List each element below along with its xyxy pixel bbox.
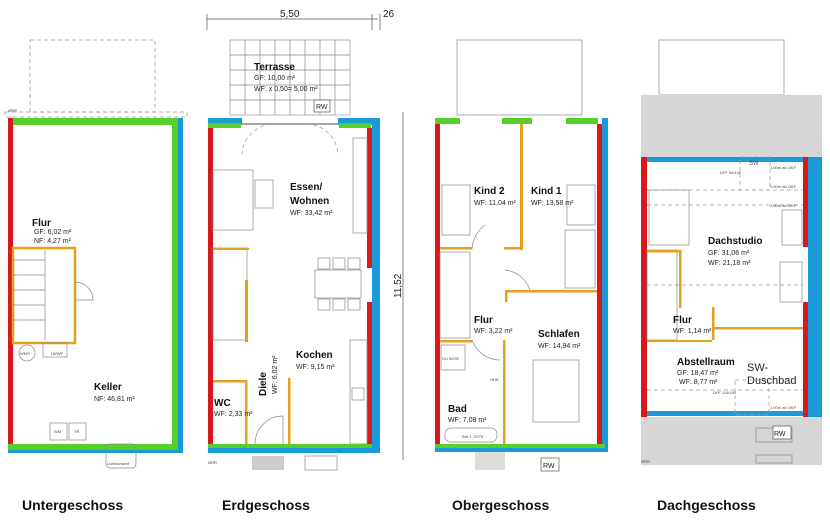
room-area: WF: 8,77 m² xyxy=(679,379,718,386)
exterior-wall xyxy=(8,118,13,448)
roof-back xyxy=(641,417,822,465)
room-name: Kind 1 xyxy=(531,186,562,197)
label: ØRR xyxy=(8,108,17,113)
room-name: Kind 2 xyxy=(474,186,505,197)
room-area: WF: 11,04 m² xyxy=(474,200,517,207)
label: RW xyxy=(774,431,786,438)
room-name: Schlafen xyxy=(538,329,580,340)
bathtub xyxy=(444,427,498,443)
untergeschoss-plan: Flur GF: 6,02 m² NF: 4,27 m² Keller NF: … xyxy=(4,39,188,513)
label: ØRR xyxy=(208,460,217,465)
floor-title: Erdgeschoss xyxy=(222,497,310,513)
staircase xyxy=(439,251,471,339)
room-name: Wohnen xyxy=(290,196,329,207)
label: DU 90/90 xyxy=(442,356,460,361)
entrance-door xyxy=(254,415,284,445)
room-area: WF: 3,22 m² xyxy=(474,328,513,335)
room-name: Duschbad xyxy=(747,375,797,387)
room-name: Essen/ xyxy=(290,182,322,193)
room-area: WF: 1,14 m² xyxy=(673,328,712,335)
room-name: Kochen xyxy=(296,350,333,361)
room-area: GF: 31,06 m² xyxy=(708,250,750,257)
obergeschoss-plan: RW Kind 2 WF: 11,04 m² Kind 1 WF: 13,58 … xyxy=(435,39,608,513)
label: RW xyxy=(543,463,555,470)
floor-title: Dachgeschoss xyxy=(657,497,756,513)
room-name: Abstellraum xyxy=(677,357,735,368)
room-area: GF: 6,02 m² xyxy=(34,229,72,236)
room-name: Bad xyxy=(448,404,467,415)
window-wall xyxy=(8,118,178,125)
label: 1,50m ab OKF xyxy=(770,184,797,189)
double-bed xyxy=(532,359,580,423)
room-area: WF: 9,15 m² xyxy=(296,364,335,371)
roof-front xyxy=(641,95,822,157)
label: TR xyxy=(74,429,79,434)
dimension-depth: 11,52 xyxy=(393,273,404,298)
room-area: NF: 46,81 m² xyxy=(94,396,136,403)
bed xyxy=(441,184,471,236)
label: Lichtschacht xyxy=(107,461,130,466)
dryer xyxy=(68,422,87,441)
room-area: WF: 2,33 m² xyxy=(214,411,253,418)
staircase xyxy=(646,249,678,341)
room-name: Diele xyxy=(258,372,269,396)
label: 1,00m ab OKF xyxy=(770,165,797,170)
room-area: WF: 13,58 m² xyxy=(531,200,574,207)
label: BW 1,70/75 xyxy=(462,434,484,439)
staircase xyxy=(212,247,248,341)
label: LWWP xyxy=(51,351,63,356)
terrace-outline xyxy=(29,39,156,113)
room-name: Keller xyxy=(94,382,122,393)
room-area: WF: 21,18 m² xyxy=(708,260,751,267)
room-name: Flur xyxy=(474,315,493,326)
room-name: Flur xyxy=(673,315,692,326)
room-area: WF: 14,94 m² xyxy=(538,343,581,350)
label: 2,00m ab OKF xyxy=(770,203,797,208)
room-area: WF: 7,08 m² xyxy=(448,417,487,424)
label: WM xyxy=(54,429,61,434)
dachgeschoss-plan: RW SW DFF 94/140 DFF 114/140 1,00m ab OK… xyxy=(641,39,822,513)
label: DFF 94/140 xyxy=(720,170,742,175)
label: ØRR xyxy=(641,459,650,464)
label: 1,00m ab OKF xyxy=(770,405,797,410)
room-area: GF: 10,00 m² xyxy=(254,75,296,82)
room-name: Dachstudio xyxy=(708,236,762,247)
room-area: NF: 4,27 m² xyxy=(34,238,72,245)
room-area: WF: x 0,50= 5,00 m² xyxy=(254,86,318,93)
stove xyxy=(351,387,365,401)
room-area: GF: 18,47 m² xyxy=(677,370,719,377)
label: RW xyxy=(316,104,328,111)
light-shaft xyxy=(105,443,137,469)
label: SW xyxy=(749,161,759,167)
floor-title: Untergeschoss xyxy=(22,497,123,513)
room-area: WF: 6,02 m² xyxy=(272,355,279,394)
room-area: WF: 33,42 m² xyxy=(290,210,333,217)
dimension-wall: 26 xyxy=(383,9,395,20)
shower xyxy=(440,344,466,371)
insulation xyxy=(178,118,183,452)
label: HHK xyxy=(490,377,499,382)
floor-title: Obergeschoss xyxy=(452,497,549,513)
label: DFF 114/140 xyxy=(713,390,737,395)
washing-machine xyxy=(49,422,68,441)
room-name: WC xyxy=(214,398,231,409)
bed xyxy=(648,189,690,246)
door-swing xyxy=(74,281,94,301)
room-name: SW- xyxy=(747,362,769,374)
room-name: Terrasse xyxy=(254,62,295,73)
erdgeschoss-plan: 5,50 26 11,52 RW Terrasse GF: 10,00 m² W… xyxy=(206,9,404,513)
stair-enclosure xyxy=(11,246,77,345)
room-name: Flur xyxy=(32,218,51,229)
dimension-width: 5,50 xyxy=(280,9,300,20)
wms-tank xyxy=(18,344,36,362)
label: WMS xyxy=(20,351,30,356)
